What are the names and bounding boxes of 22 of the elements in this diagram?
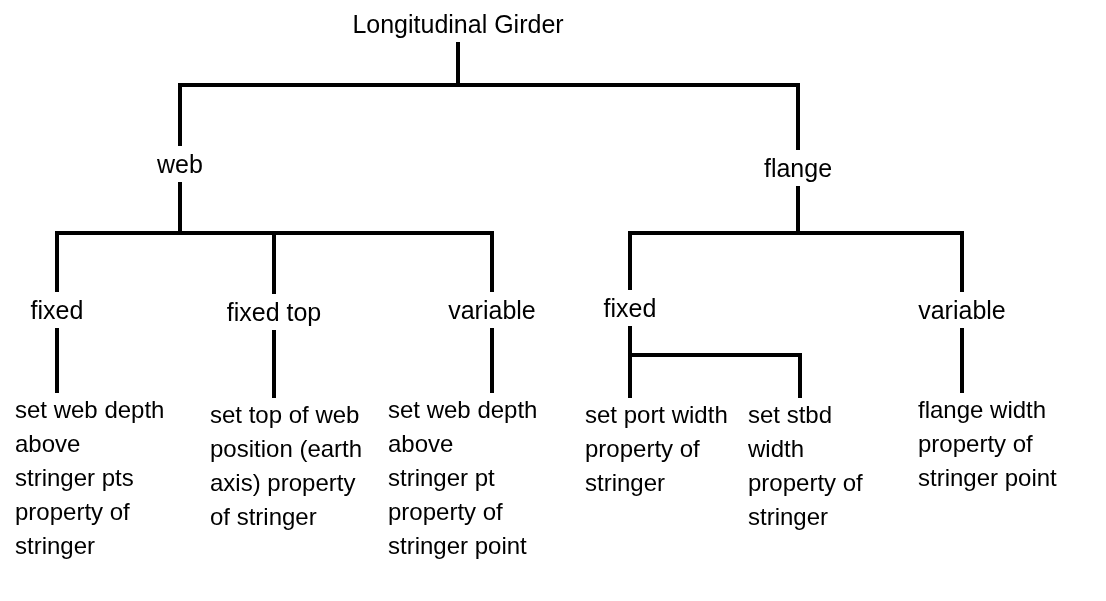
- connector-line: [960, 328, 964, 393]
- description-text: set port width property of stringer: [585, 398, 733, 534]
- description-text: flange width property of stringer point: [918, 393, 1096, 495]
- connector-line: [272, 330, 276, 398]
- connector-line: [628, 326, 802, 398]
- category-label: fixed top: [226, 294, 322, 330]
- connector-line: [490, 328, 494, 393]
- category-label: flange: [763, 150, 833, 186]
- category-label: web: [157, 146, 203, 182]
- connector-line: [55, 328, 59, 393]
- category-label: fixed: [603, 290, 657, 326]
- connector-line: [456, 42, 800, 150]
- connector-line: [796, 186, 964, 292]
- connector-line: [178, 182, 494, 292]
- description-text: set top of web position (earth axis) property of stringer: [210, 398, 368, 568]
- description-text: set stbd width property of stringer: [748, 398, 893, 534]
- category-label: variable: [918, 292, 1006, 328]
- category-label: fixed: [30, 292, 84, 328]
- description-text: set web depth above stringer pts property of stringer: [15, 393, 165, 563]
- category-label: Longitudinal Girder: [352, 6, 564, 42]
- category-label: variable: [448, 292, 536, 328]
- description-text: set web depth above stringer pt property of stringer point: [388, 393, 538, 563]
